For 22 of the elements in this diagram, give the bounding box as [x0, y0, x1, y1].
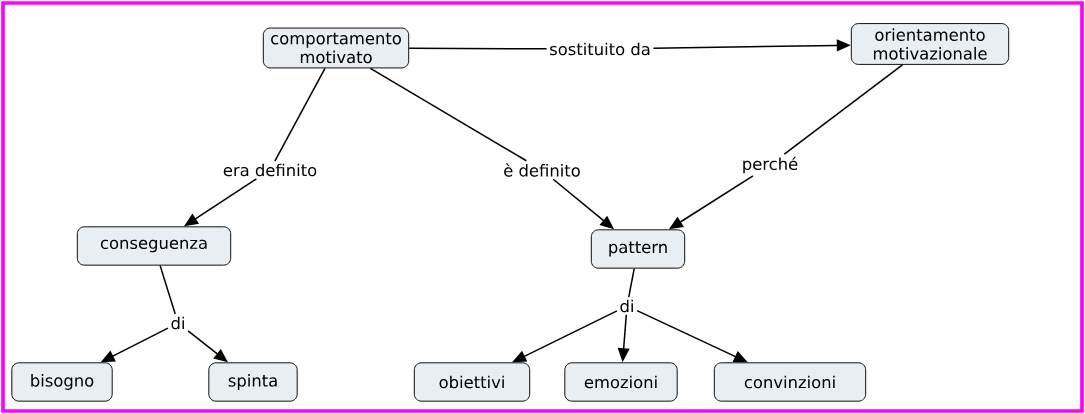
link-phrase: sostituito da: [546, 40, 654, 58]
connector-line: [159, 264, 176, 315]
connector-line: [369, 67, 528, 162]
link-phrase: perché: [739, 154, 801, 176]
link-phrase: è definito: [500, 160, 584, 179]
connector-line: [274, 67, 326, 162]
connector-line: [627, 267, 635, 298]
arrow: [184, 178, 258, 227]
concept-box: comportamento motivato: [262, 27, 410, 69]
concept-box: orientamento motivazionale: [850, 23, 1010, 65]
link-phrase: di: [617, 297, 637, 315]
concept-box: pattern: [590, 229, 686, 269]
link-phrase: era definito: [220, 161, 320, 179]
concept-box: conseguenza: [76, 226, 232, 266]
concept-box: convinzioni: [713, 362, 867, 402]
concept-box: obiettivi: [413, 362, 531, 402]
connector-line: [783, 64, 904, 155]
concept-box: emozioni: [564, 362, 678, 402]
connector-line: [408, 47, 548, 50]
concept-box: bisogno: [11, 362, 113, 402]
concept-box: spinta: [208, 362, 298, 402]
link-phrase: di: [168, 314, 188, 332]
